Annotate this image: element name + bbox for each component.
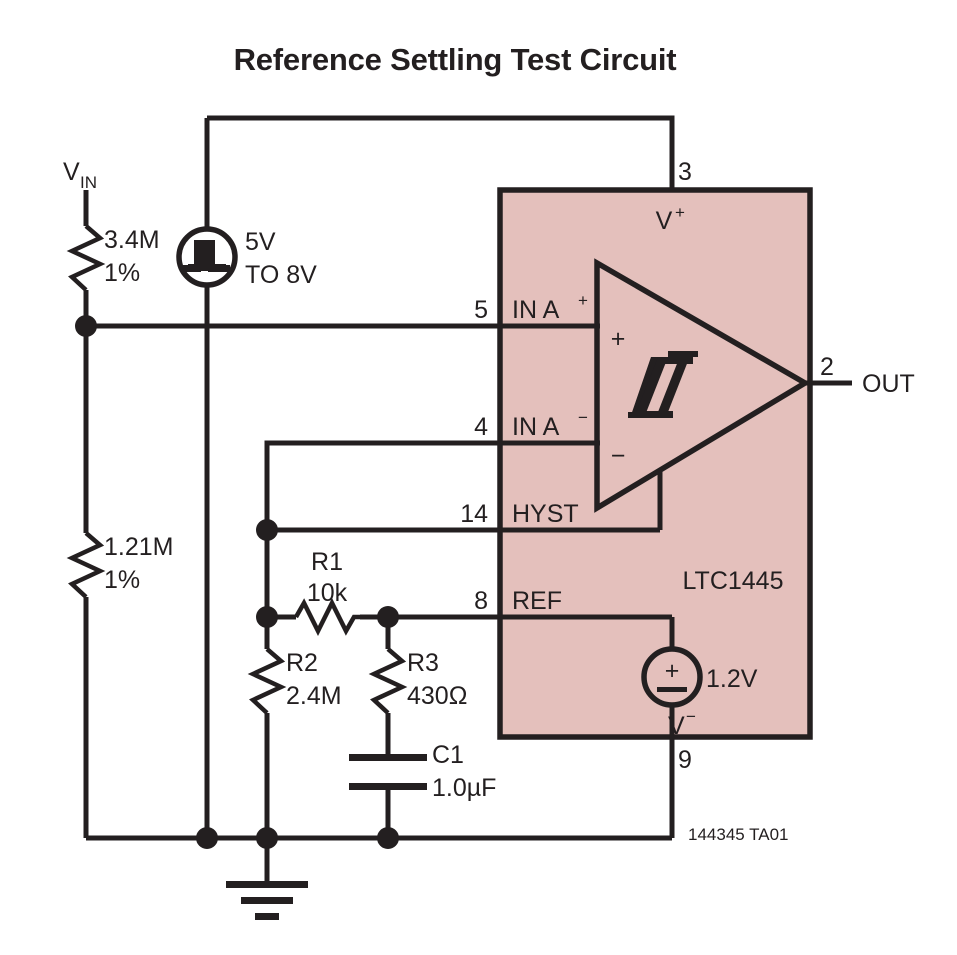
pin-name-vplus: V + (656, 203, 685, 235)
capacitor-C1-value: 1.0µF (432, 774, 496, 802)
comparator-symbol (594, 258, 811, 513)
pin-number-5: 5 (474, 296, 488, 324)
pulse-source-label-line1: 5V (245, 228, 276, 256)
pin-name-in-a-minus: IN A − (512, 408, 588, 441)
figure-reference: 144345 TA01 (688, 825, 789, 844)
internal-reference-plus: + (665, 657, 680, 685)
comparator-plus-label: + (611, 325, 626, 353)
hysteresis-symbol-icon (628, 351, 698, 418)
pulse-source-symbol (176, 226, 238, 288)
junction-dot-hyst (256, 519, 278, 541)
pin-name-vminus: V − (668, 707, 696, 740)
resistor-R1-symbol (294, 597, 360, 637)
pin-number-2: 2 (820, 353, 834, 381)
pulse-source-label-line2: TO 8V (245, 261, 317, 289)
pin-number-9: 9 (678, 746, 692, 774)
resistor-R2-value: 2.4M (286, 682, 342, 710)
pin-number-3: 3 (678, 158, 692, 186)
pin-name-vplus-base: V (656, 207, 673, 235)
junction-dot-r1-right (377, 606, 399, 628)
pin-name-vminus-base: V (668, 712, 685, 740)
pin-name-hyst: HYST (512, 500, 579, 528)
capacitor-C1-ref: C1 (432, 741, 464, 769)
resistor-R3-value: 430Ω (407, 682, 467, 710)
junction-dot-divider-tap (75, 315, 97, 337)
pin-number-4: 4 (474, 413, 488, 441)
pin-name-in-a-minus-sup: − (578, 408, 588, 427)
pin-number-8: 8 (474, 587, 488, 615)
vin-label-subscript: IN (80, 173, 97, 192)
internal-reference-minus-bar (657, 687, 687, 692)
resistor-1p21M-tolerance: 1% (104, 566, 140, 594)
pin-name-ref: REF (512, 587, 562, 615)
vin-label: V IN (63, 158, 97, 192)
resistor-3p4M-tolerance: 1% (104, 259, 140, 287)
pin-name-vplus-sup: + (675, 203, 685, 222)
resistor-R1-value: 10k (307, 579, 348, 607)
resistor-R1-ref: R1 (311, 548, 343, 576)
out-label: OUT (862, 370, 915, 398)
resistor-1p21M-symbol (66, 531, 106, 599)
resistor-3p4M-symbol (66, 224, 106, 292)
internal-reference-symbol (641, 646, 703, 708)
pulse-waveform-icon (183, 240, 230, 272)
pin-name-in-a-minus-base: IN A (512, 413, 560, 441)
pin-name-in-a-plus: IN A + (512, 291, 588, 324)
junction-dot-gnd-c1 (377, 827, 399, 849)
capacitor-C1-symbol (349, 754, 427, 790)
wire-supply-rail-top (207, 115, 675, 190)
pin-name-vminus-sup: − (686, 707, 696, 726)
pin-number-14: 14 (460, 500, 488, 528)
comparator-minus-label: − (611, 442, 626, 470)
resistor-R3-ref: R3 (407, 649, 439, 677)
internal-reference-value: 1.2V (706, 665, 758, 693)
resistor-1p21M-value: 1.21M (104, 533, 173, 561)
pin-name-in-a-plus-sup: + (578, 291, 588, 310)
figure-title: Reference Settling Test Circuit (234, 42, 677, 77)
ground-icon (226, 881, 308, 920)
resistor-R2-symbol (247, 647, 287, 715)
junction-dot-gnd-source (196, 827, 218, 849)
pin-name-in-a-plus-base: IN A (512, 296, 560, 324)
resistor-R2-ref: R2 (286, 649, 318, 677)
junction-dot-gnd-center (256, 827, 278, 849)
wire-pin4-to-pin14 (264, 440, 500, 530)
vin-label-base: V (63, 158, 80, 186)
ic-part-number: LTC1445 (683, 567, 784, 595)
resistor-R3-symbol (368, 647, 408, 715)
ic-body-LTC1445 (497, 187, 813, 740)
resistor-3p4M-value: 3.4M (104, 226, 160, 254)
junction-dot-r1-left (256, 606, 278, 628)
